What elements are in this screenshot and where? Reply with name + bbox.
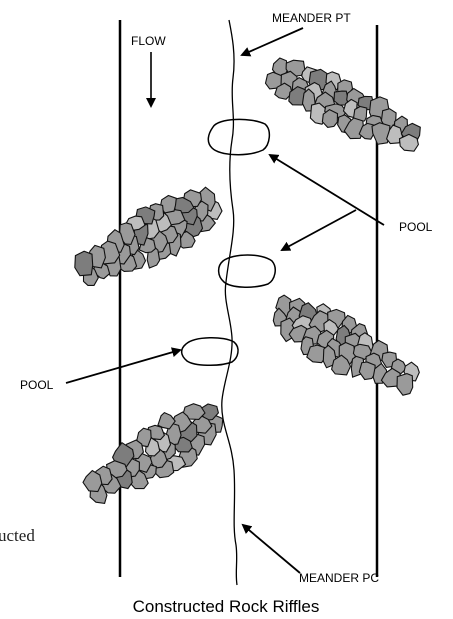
rock-riffle-right-middle [272,294,420,396]
rock [274,82,293,100]
rock [321,108,339,128]
pool-arrow-left [65,347,182,384]
meander-pc-label: MEANDER PC [299,571,379,585]
pool-lower [180,337,239,366]
pool-upper [207,118,271,156]
rock [118,222,136,245]
rock [74,250,94,277]
rock [396,373,414,396]
rock [398,133,419,152]
rock [157,411,176,430]
pool-middle [217,254,276,288]
rock [306,344,329,364]
rock [159,194,177,214]
rock [82,469,103,493]
rock-riffle-left-lower [82,403,224,505]
rock [371,122,391,145]
rock [385,124,404,145]
rock [331,354,352,376]
pool-arrow-middle [280,209,357,251]
meander-pc-arrow [241,523,301,574]
rock [380,367,402,388]
meander-pt-arrow [240,27,304,57]
rock [182,403,206,420]
rock-riffle-upper-right [264,57,421,152]
pool-label-right: POOL [399,220,433,234]
rock [358,122,376,140]
rock [288,85,308,106]
meander-pt-label: MEANDER PT [272,11,351,25]
rock [358,361,376,381]
figure-caption: Constructed Rock Riffles [133,597,320,616]
partial-background-text: ucted [0,526,35,545]
rock-riffle-left-upper [74,186,223,286]
pool-label-left: POOL [20,378,54,392]
pool-arrow-upper [268,153,385,226]
meander-centerline [221,19,238,586]
rock [136,427,152,448]
flow-label: FLOW [131,34,166,48]
